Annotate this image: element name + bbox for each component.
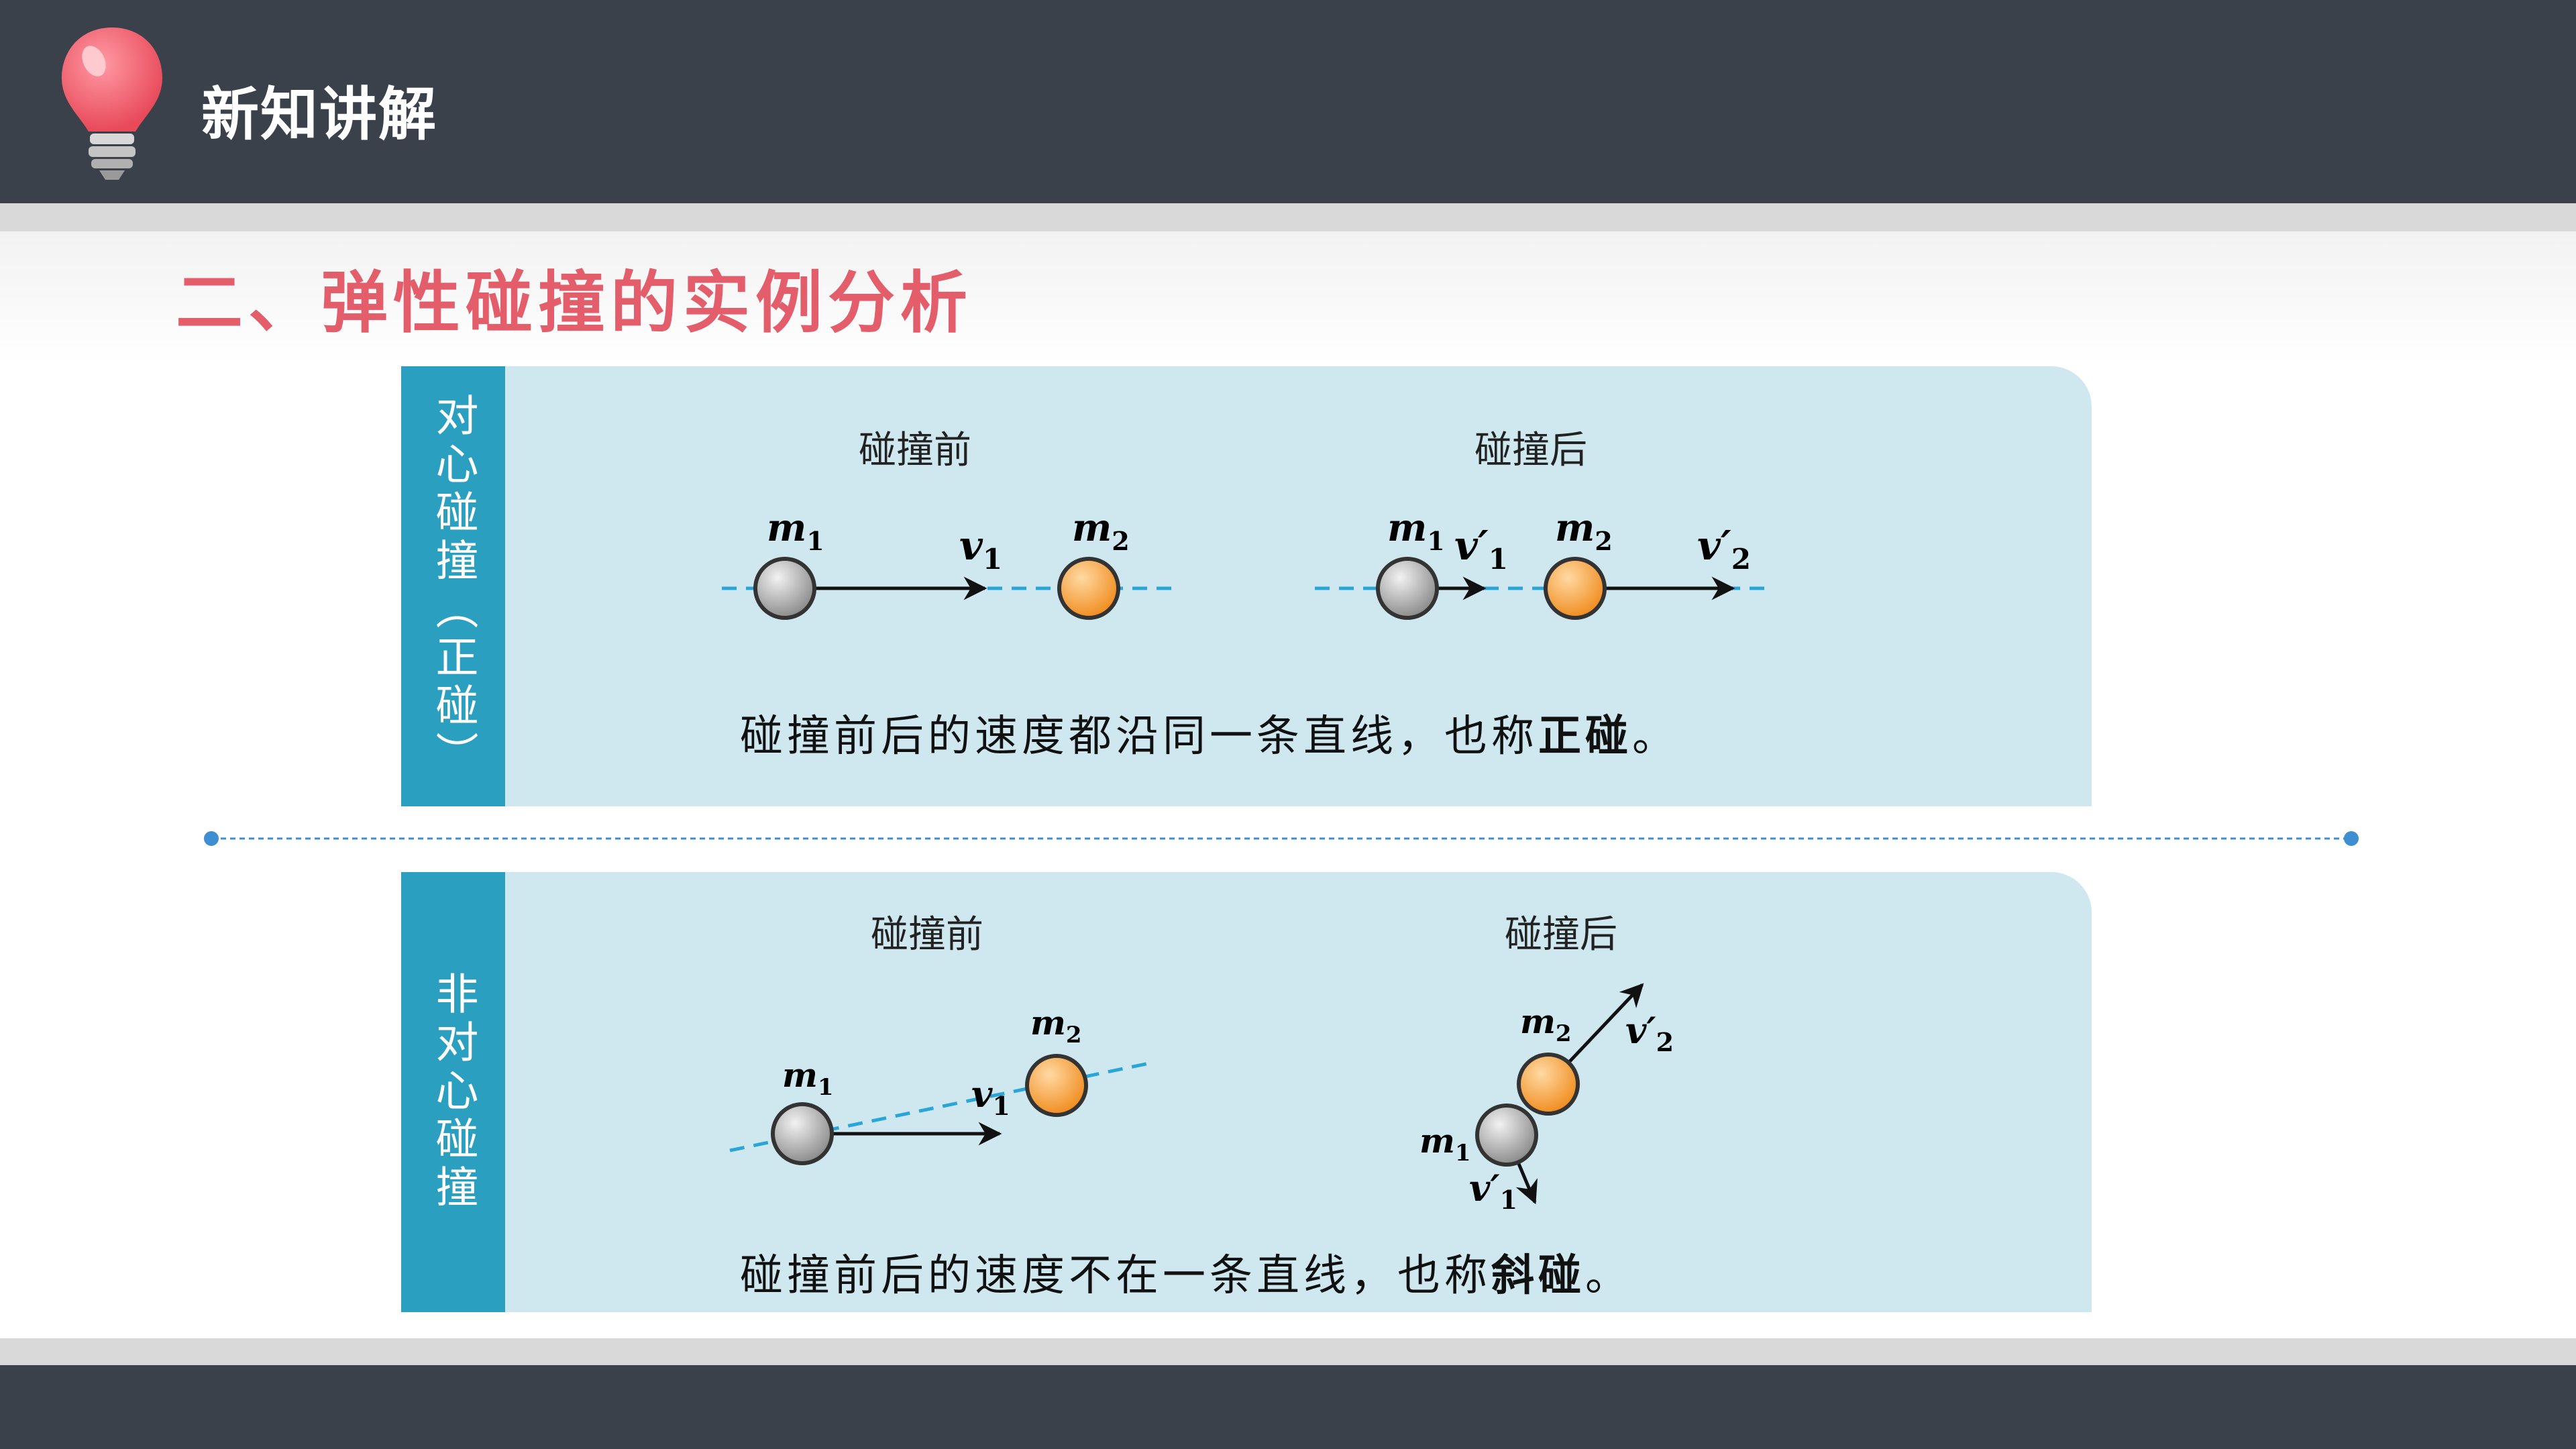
- label-m2: m: [1030, 1003, 1066, 1042]
- label-v1-prime: v′: [1469, 1167, 1500, 1210]
- svg-text:v′1: v′1: [1454, 523, 1508, 576]
- label-m2: m: [1520, 1002, 1556, 1041]
- label-m1-sub: 1: [818, 1074, 834, 1101]
- label-v1-prime-sub: 1: [1489, 543, 1508, 576]
- ball-m1: [1475, 1104, 1538, 1167]
- label-v1-sub: 1: [992, 1091, 1010, 1121]
- description-end: 。: [1585, 1251, 1632, 1301]
- panel-oblique-collision: 非对心碰撞 碰撞前 碰撞后 m1 m2 v1 m2 m1 v′2: [401, 872, 2092, 1312]
- svg-text:m2: m2: [1030, 1003, 1082, 1049]
- svg-text:m1: m1: [1419, 1121, 1471, 1167]
- svg-text:m1: m1: [767, 506, 824, 556]
- label-m1: m: [1419, 1121, 1455, 1161]
- before-caption: 碰撞前: [871, 913, 983, 957]
- svg-text:v1: v1: [971, 1073, 1010, 1121]
- svg-text:v1: v1: [959, 523, 1002, 576]
- svg-text:m2: m2: [1520, 1002, 1572, 1047]
- label-v1: v: [959, 523, 983, 570]
- section-title: 二、弹性碰撞的实例分析: [176, 264, 973, 342]
- label-v1-prime: v′: [1454, 523, 1489, 570]
- label-m1-sub: 1: [1427, 526, 1444, 556]
- description-text: 碰撞前后的速度不在一条直线，也称: [740, 1251, 1491, 1301]
- label-v2-prime-sub: 2: [1731, 543, 1751, 576]
- label-v2-prime: v′: [1697, 523, 1731, 570]
- label-m2-sub: 2: [1556, 1020, 1572, 1047]
- svg-text:m2: m2: [1072, 506, 1130, 556]
- after-caption: 碰撞后: [1474, 429, 1587, 472]
- label-m2-sub: 2: [1112, 526, 1129, 556]
- ball-m2: [1544, 557, 1607, 620]
- ball-m2: [1517, 1053, 1580, 1116]
- svg-text:m1: m1: [782, 1055, 834, 1101]
- ball-m1: [771, 1102, 834, 1165]
- svg-text:v′2: v′2: [1697, 523, 1751, 576]
- label-m1: m: [782, 1055, 818, 1095]
- label-m1: m: [767, 506, 806, 550]
- panel-sidebar: 对心碰撞（正碰）: [401, 366, 505, 806]
- side-label: 非对心碰撞: [428, 971, 478, 1213]
- ball-m2: [1025, 1054, 1088, 1117]
- label-m1: m: [1387, 506, 1427, 550]
- label-m2: m: [1072, 506, 1112, 550]
- footer-bar: [0, 1365, 2576, 1449]
- label-v1: v: [971, 1073, 993, 1116]
- description-term: 斜碰: [1491, 1251, 1585, 1301]
- label-v1-prime-sub: 1: [1500, 1185, 1517, 1215]
- description: 碰撞前后的速度都沿同一条直线，也称正碰。: [740, 702, 1679, 763]
- after-caption: 碰撞后: [1505, 913, 1617, 957]
- header-bar: 新知讲解: [0, 0, 2576, 203]
- label-m1-sub: 1: [1455, 1140, 1471, 1167]
- description-term: 正碰: [1538, 712, 1632, 761]
- header-strip: [0, 203, 2576, 231]
- label-m2-sub: 2: [1595, 526, 1612, 556]
- before-caption: 碰撞前: [859, 429, 971, 472]
- oblique-collision-diagram: m1 m2 v1 m2 m1 v′2 v′1: [729, 983, 1674, 1215]
- ball-m1: [753, 557, 816, 620]
- lightbulb-icon: [62, 28, 162, 180]
- description: 碰撞前后的速度不在一条直线，也称斜碰。: [740, 1241, 1632, 1303]
- label-v1-sub: 1: [983, 543, 1002, 576]
- ball-m2: [1057, 557, 1120, 620]
- panel-sidebar: 非对心碰撞: [401, 872, 505, 1312]
- svg-text:v′1: v′1: [1469, 1167, 1517, 1215]
- header-title: 新知讲解: [201, 81, 437, 148]
- label-m1-sub: 1: [806, 526, 824, 556]
- description-text: 碰撞前后的速度都沿同一条直线，也称: [740, 712, 1538, 761]
- section-divider: [204, 831, 2359, 846]
- footer-strip: [0, 1338, 2576, 1365]
- ball-m1: [1376, 557, 1439, 620]
- panel-central-collision: 对心碰撞（正碰） 碰撞前 碰撞后 m1 m2 v1 m1 m2: [401, 366, 2092, 806]
- central-collision-diagram: m1 m2 v1 m1 m2 v′1 v′2: [722, 506, 1773, 620]
- description-end: 。: [1632, 712, 1679, 761]
- svg-text:v′2: v′2: [1625, 1009, 1674, 1057]
- label-v2-prime-sub: 2: [1656, 1027, 1674, 1057]
- svg-text:m2: m2: [1555, 506, 1613, 556]
- svg-text:m1: m1: [1387, 506, 1445, 556]
- label-m2-sub: 2: [1066, 1022, 1082, 1049]
- side-label: 对心碰撞（正碰）: [428, 393, 478, 780]
- label-m2: m: [1555, 506, 1595, 550]
- label-v2-prime: v′: [1625, 1009, 1656, 1052]
